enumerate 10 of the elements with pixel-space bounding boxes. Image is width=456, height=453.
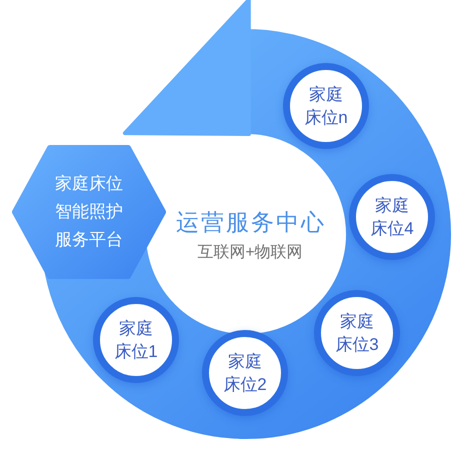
node-label: 家庭床位智能照护服务平台 [54,173,124,251]
node-label: 家庭床位1 [113,318,159,363]
node-label: 家庭床位2 [222,351,268,396]
center-subtitle: 互联网+物联网 [197,243,303,263]
node-label: 家庭床位3 [334,311,380,356]
hexagon-node [12,145,166,279]
node-label: 家庭床位4 [369,195,415,240]
center-title: 运营服务中心 [175,208,326,236]
curved-arrow [120,0,357,152]
node-label: 家庭床位n [303,84,349,129]
